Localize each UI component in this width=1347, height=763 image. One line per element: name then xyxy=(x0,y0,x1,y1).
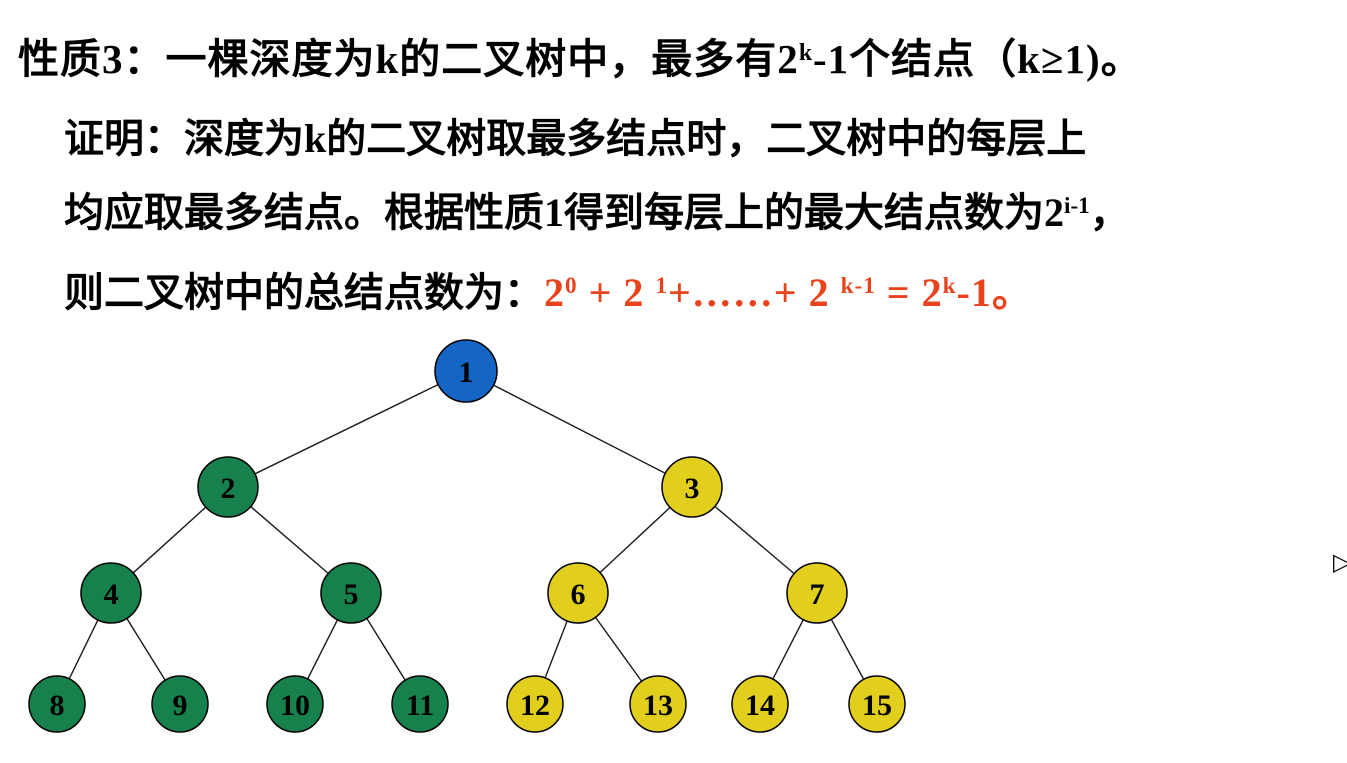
tree-node-circle-7 xyxy=(786,562,848,624)
tree-node-label-13: 13 xyxy=(643,689,673,722)
tree-node-10: 10 xyxy=(266,675,324,733)
tree-node-label-8: 8 xyxy=(50,689,65,722)
tree-node-circle-15 xyxy=(848,675,906,733)
proof-line-1: 证明：深度为k的二叉树取最多结点时，二叉树中的每层上 xyxy=(64,116,1087,161)
formula-sup-k-1: k-1 xyxy=(840,273,876,300)
tree-node-2: 2 xyxy=(197,456,259,518)
tree-node-circle-2 xyxy=(197,456,259,518)
tree-edge-1-2 xyxy=(227,370,467,488)
tree-node-circle-11 xyxy=(391,675,449,733)
tree-node-13: 13 xyxy=(629,675,687,733)
tree-node-circle-3 xyxy=(661,456,723,518)
proof-line-3: 则二叉树中的总结点数为：20 + 2 1+……+ 2 k-1 = 2k-1。 xyxy=(64,256,1130,336)
tree-edge-1-3 xyxy=(465,370,693,488)
mouse-cursor-icon: ▷ xyxy=(1333,548,1347,576)
tree-node-label-15: 15 xyxy=(862,689,892,722)
proof-line-2-text: 均应取最多结点。根据性质1得到每层上的最大结点数为2 xyxy=(64,190,1064,235)
tree-node-circle-6 xyxy=(547,562,609,624)
tree-node-label-1: 1 xyxy=(459,356,474,389)
tree-node-15: 15 xyxy=(848,675,906,733)
tree-node-circle-12 xyxy=(506,675,564,733)
tree-node-label-7: 7 xyxy=(810,578,825,611)
tree-node-label-6: 6 xyxy=(571,578,586,611)
tree-node-label-5: 5 xyxy=(344,578,359,611)
tree-node-label-3: 3 xyxy=(685,472,700,505)
proof-paragraph: 证明：深度为k的二叉树取最多结点时，二叉树中的每层上 均应取最多结点。根据性质1… xyxy=(64,102,1130,336)
tree-node-circle-9 xyxy=(151,675,209,733)
tree-node-4: 4 xyxy=(80,562,142,624)
tree-node-circle-13 xyxy=(629,675,687,733)
tree-node-8: 8 xyxy=(28,675,86,733)
proof-line-2-tail: ， xyxy=(1089,190,1130,235)
formula-part: -1。 xyxy=(956,270,1033,315)
tree-node-label-11: 11 xyxy=(406,689,434,722)
formula-part: 2 xyxy=(544,270,565,315)
sum-formula: 20 + 2 1+……+ 2 k-1 = 2k-1。 xyxy=(544,270,1033,315)
page-title: 性质3：一棵深度为k的二叉树中，最多有2k-1个结点（k≥1)。 xyxy=(18,31,1143,94)
formula-sup-k: k xyxy=(942,273,957,300)
tree-node-9: 9 xyxy=(151,675,209,733)
tree-node-circle-8 xyxy=(28,675,86,733)
tree-node-label-4: 4 xyxy=(104,578,119,611)
tree-node-circle-1 xyxy=(434,339,498,403)
formula-sup-1: 1 xyxy=(655,273,668,300)
tree-node-circle-14 xyxy=(731,675,789,733)
tree-node-12: 12 xyxy=(506,675,564,733)
tree-node-7: 7 xyxy=(786,562,848,624)
tree-node-14: 14 xyxy=(731,675,789,733)
tree-node-circle-4 xyxy=(80,562,142,624)
tree-node-3: 3 xyxy=(661,456,723,518)
formula-sup-0: 0 xyxy=(565,273,578,300)
proof-superscript-i-1: i-1 xyxy=(1064,193,1090,220)
proof-line-3-label: 则二叉树中的总结点数为： xyxy=(64,270,544,315)
title-text: 性质3：一棵深度为k的二叉树中，最多有2 xyxy=(18,36,799,83)
formula-part: + 2 xyxy=(577,270,656,315)
proof-line-2: 均应取最多结点。根据性质1得到每层上的最大结点数为2i-1， xyxy=(64,176,1130,256)
title-text-tail: -1个结点（k≥1)。 xyxy=(813,36,1143,83)
formula-part: +……+ 2 xyxy=(667,270,841,315)
formula-part: = 2 xyxy=(875,270,943,315)
tree-node-label-12: 12 xyxy=(520,689,550,722)
tree-node-circle-5 xyxy=(320,562,382,624)
tree-node-1: 1 xyxy=(434,339,498,403)
tree-node-label-2: 2 xyxy=(221,472,236,505)
tree-node-label-10: 10 xyxy=(280,689,310,722)
tree-node-5: 5 xyxy=(320,562,382,624)
tree-node-11: 11 xyxy=(391,675,449,733)
tree-node-6: 6 xyxy=(547,562,609,624)
tree-node-label-14: 14 xyxy=(745,689,775,722)
tree-node-circle-10 xyxy=(266,675,324,733)
title-superscript-k: k xyxy=(798,40,814,67)
tree-node-label-9: 9 xyxy=(173,689,188,722)
